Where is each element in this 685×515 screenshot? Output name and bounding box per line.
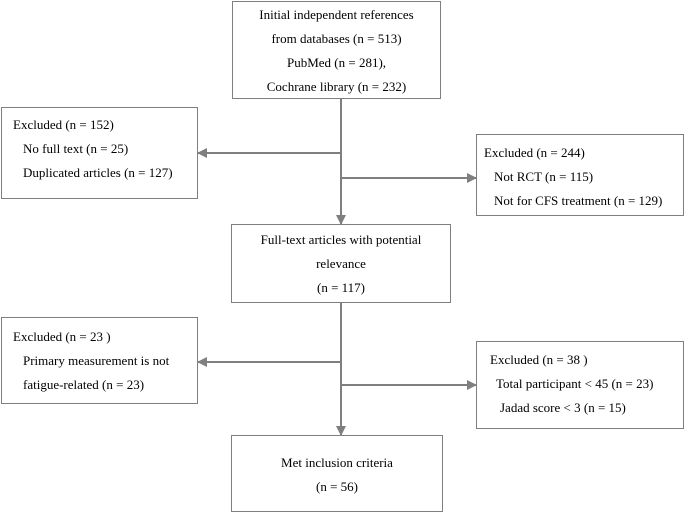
initial-line-1: Initial independent references <box>259 7 414 22</box>
excluded-23-heading: Excluded (n = 23 ) <box>13 329 111 344</box>
excluded-152-heading: Excluded (n = 152) <box>13 117 114 132</box>
excluded-38-item-1: Total participant < 45 (n = 23) <box>496 376 654 391</box>
excluded-38-box: Excluded (n = 38 ) Total participant < 4… <box>476 341 684 429</box>
included-line-1: Met inclusion criteria <box>281 455 393 470</box>
initial-line-2: from databases (n = 513) <box>271 31 402 46</box>
fulltext-line-3: (n = 117) <box>316 280 365 295</box>
excluded-244-item-2: Not for CFS treatment (n = 129) <box>494 193 663 208</box>
fulltext-line-2: relevance <box>316 256 366 271</box>
excluded-244-box: Excluded (n = 244) Not RCT (n = 115) Not… <box>476 134 684 216</box>
excluded-38-item-2: Jadad score < 3 (n = 15) <box>500 400 626 415</box>
excluded-152-box: Excluded (n = 152) No full text (n = 25)… <box>1 107 198 199</box>
excluded-23-item-2: fatigue-related (n = 23) <box>23 377 145 392</box>
included-line-2: (n = 56) <box>316 479 358 494</box>
initial-line-3: PubMed (n = 281), <box>286 55 387 70</box>
initial-line-4: Cochrane library (n = 232) <box>266 79 407 94</box>
excluded-23-box: Excluded (n = 23 ) Primary measurement i… <box>1 317 198 404</box>
excluded-152-item-1: No full text (n = 25) <box>23 141 129 156</box>
excluded-152-item-2: Duplicated articles (n = 127) <box>23 165 173 180</box>
fulltext-line-1: Full-text articles with potential <box>260 232 422 247</box>
excluded-23-item-1: Primary measurement is not <box>23 353 170 368</box>
met-inclusion-criteria-box: Met inclusion criteria (n = 56) <box>231 435 443 512</box>
full-text-articles-box: Full-text articles with potential releva… <box>231 224 451 303</box>
excluded-244-item-1: Not RCT (n = 115) <box>494 169 594 184</box>
excluded-244-heading: Excluded (n = 244) <box>484 145 585 160</box>
initial-references-box: Initial independent references from data… <box>232 1 441 99</box>
excluded-38-heading: Excluded (n = 38 ) <box>490 352 588 367</box>
